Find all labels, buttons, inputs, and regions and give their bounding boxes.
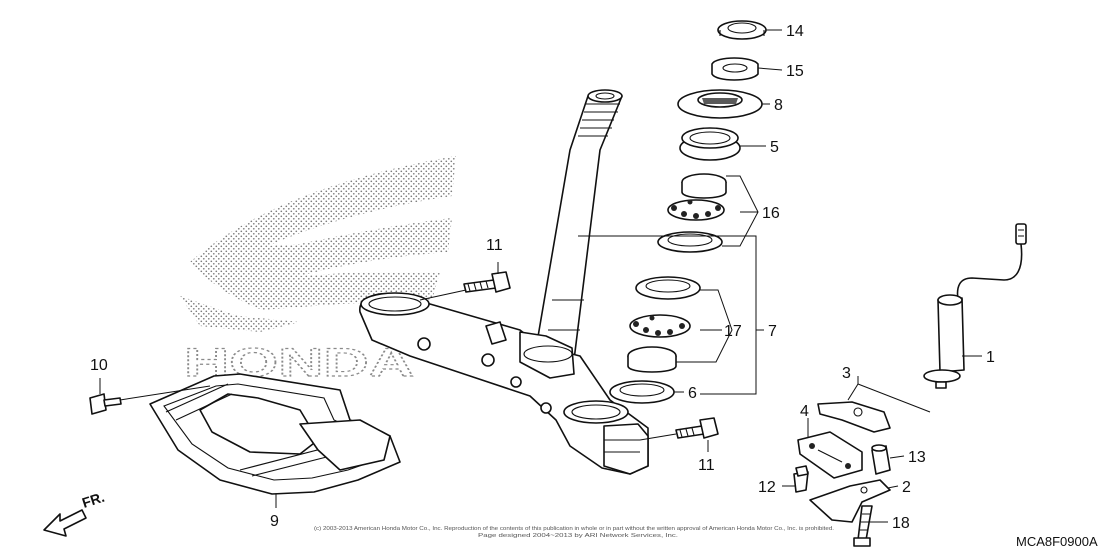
callout-10: 10 bbox=[90, 357, 108, 374]
callout-2: 2 bbox=[902, 479, 911, 496]
callout-14: 14 bbox=[786, 23, 804, 40]
callout-12: 12 bbox=[758, 479, 776, 496]
front-direction-arrow: FR. bbox=[43, 489, 106, 537]
bolt-part-12 bbox=[793, 465, 809, 493]
upper-bearing-set-part-16 bbox=[657, 173, 727, 253]
callout-1: 1 bbox=[986, 349, 995, 366]
dust-seal-part-6 bbox=[609, 380, 675, 404]
plate-part-4 bbox=[797, 431, 863, 479]
sensor-part-1 bbox=[923, 223, 1027, 389]
callout-4: 4 bbox=[800, 403, 809, 420]
callout-15: 15 bbox=[786, 63, 804, 80]
nut-part-5 bbox=[679, 127, 741, 161]
clip-part-2 bbox=[809, 479, 891, 523]
callout-7: 7 bbox=[768, 323, 777, 340]
screw-part-10 bbox=[89, 393, 122, 415]
steering-stem-part-7 bbox=[359, 89, 649, 475]
callout-labels: 14 15 8 5 16 17 7 6 11 11 10 9 1 3 4 13 … bbox=[90, 23, 995, 532]
callout-18: 18 bbox=[892, 515, 910, 532]
callout-13: 13 bbox=[908, 449, 926, 466]
leader-lines bbox=[99, 29, 982, 523]
callout-11-upper: 11 bbox=[486, 237, 503, 254]
adjusting-nut-part-8 bbox=[677, 89, 763, 119]
lower-bearing-set-part-17 bbox=[627, 276, 701, 373]
copyright-line-2: Page designed 2004~2013 by ARI Network S… bbox=[478, 533, 678, 539]
bracket-part-3 bbox=[817, 401, 891, 433]
callout-8: 8 bbox=[774, 97, 783, 114]
collar-part-13 bbox=[871, 444, 891, 475]
callout-11-lower: 11 bbox=[698, 457, 715, 474]
diagram-code: MCA8F0900A bbox=[1016, 534, 1098, 549]
callout-16: 16 bbox=[762, 205, 780, 222]
callout-3: 3 bbox=[842, 365, 851, 382]
cover-part-9 bbox=[149, 373, 401, 495]
bolt-part-18 bbox=[853, 505, 873, 547]
callout-17: 17 bbox=[724, 323, 742, 340]
bolt-part-11-upper bbox=[463, 271, 511, 293]
lock-nut-part-14 bbox=[717, 20, 767, 40]
callout-5: 5 bbox=[770, 139, 779, 156]
lock-washer-part-15 bbox=[711, 57, 759, 81]
callout-9: 9 bbox=[270, 513, 279, 530]
copyright-line-1: (c) 2003-2013 American Honda Motor Co., … bbox=[314, 526, 834, 532]
bolt-part-11-lower bbox=[675, 417, 719, 439]
callout-6: 6 bbox=[688, 385, 697, 402]
front-direction-label: FR. bbox=[80, 489, 106, 511]
